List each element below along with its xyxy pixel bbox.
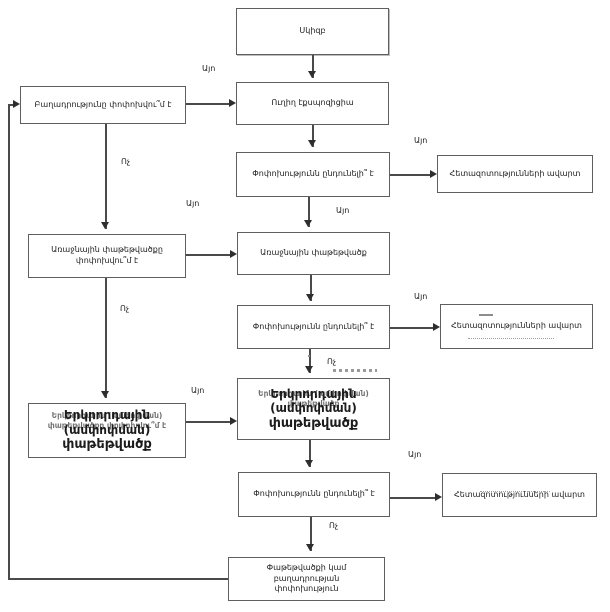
node-start-label: Սկիզբ xyxy=(299,26,326,36)
arrowhead-down-icon xyxy=(101,391,109,398)
arrowhead-right-icon xyxy=(230,250,237,258)
node-primary-pack-changed-line2: փոփոխվու՞մ է xyxy=(75,256,139,265)
edge-label-no-1: Ոչ xyxy=(121,157,131,166)
node-primary-pack: Առաջնային փաթեթվածք xyxy=(237,232,390,275)
arrow-acceptable1-to-primary xyxy=(308,197,310,227)
arrow-secondaryq-to-secondary xyxy=(186,421,231,423)
feedback-line-left xyxy=(8,104,10,579)
arrow-primaryq-to-primary xyxy=(186,254,231,256)
scan-artifact xyxy=(480,490,550,492)
node-direct-exposure-label: Ուղիղ էքսպոզիցիա xyxy=(271,98,354,108)
arrowhead-right-icon xyxy=(433,323,440,331)
node-repack-line1: Փաթեթվածքի կամ բաղադրության xyxy=(266,562,347,583)
node-secondary-pack-changed-line2: (ամփոփման) xyxy=(63,422,151,437)
arrow-acceptable1-to-end1 xyxy=(390,174,431,176)
arrowhead-right-icon xyxy=(430,170,437,178)
arrowhead-down-icon xyxy=(308,140,316,147)
node-change-acceptable-2: Փոփոխությունն ընդունելի՞ է xyxy=(237,305,390,349)
scan-artifact xyxy=(468,337,554,339)
arrow-secondary-to-acceptable3 xyxy=(309,440,311,467)
node-end-of-studies-2: Հետազոտությունների ավարտ xyxy=(440,304,593,349)
edge-label-yes-7: Այո xyxy=(408,450,422,459)
node-direct-exposure: Ուղիղ էքսպոզիցիա xyxy=(236,82,389,125)
arrowhead-down-icon xyxy=(101,222,109,229)
arrowhead-down-icon xyxy=(305,366,313,373)
edge-label-yes-1: Այո xyxy=(202,64,216,73)
node-secondary-pack-line3: փաթեթվածք xyxy=(268,415,359,431)
node-change-acceptable-1-label: Փոփոխությունն ընդունելի՞ է xyxy=(252,169,374,179)
edge-label-yes-2: Այո xyxy=(414,136,428,145)
arrowhead-down-icon xyxy=(308,71,316,78)
feedback-line-bottom xyxy=(8,578,228,580)
node-start: Սկիզբ xyxy=(236,8,389,55)
node-change-acceptable-2-label: Փոփոխությունն ընդունելի՞ է xyxy=(252,321,375,331)
edge-label-no-4: Ոչ xyxy=(329,521,339,530)
arrowhead-down-icon xyxy=(306,544,314,551)
edge-label-yes-6: Այո xyxy=(191,386,205,395)
arrow-acceptable2-to-secondary xyxy=(309,349,311,373)
arrow-acceptable2-to-end2 xyxy=(390,327,434,329)
node-composition-changed: Բաղադրությունը փոփոխվու՞մ է xyxy=(20,86,186,124)
arrow-direct-to-acceptable1 xyxy=(312,125,314,147)
node-end-of-studies-1-label: Հետազոտությունների ավարտ xyxy=(449,168,581,178)
arrowhead-right-icon xyxy=(229,99,236,107)
node-change-acceptable-1: Փոփոխությունն ընդունելի՞ է xyxy=(236,152,390,197)
node-secondary-pack-changed-line1: Երկրորդային xyxy=(63,408,151,423)
arrowhead-down-icon xyxy=(305,460,313,467)
node-primary-pack-changed: Առաջնային փաթեթվածքը փոփոխվու՞մ է xyxy=(28,234,186,278)
scan-artifact xyxy=(479,314,493,316)
arrow-acceptable3-to-end3 xyxy=(390,497,436,499)
edge-label-no-2: Ոչ xyxy=(327,357,337,366)
arrow-primaryq-to-secondaryq xyxy=(105,278,107,398)
scan-artifact xyxy=(308,355,310,357)
edge-label-yes-4: Այո xyxy=(186,199,200,208)
node-repack-line2: փոփոխություն xyxy=(274,584,339,594)
node-change-acceptable-3: Փոփոխությունն ընդունելի՞ է xyxy=(238,472,390,517)
arrowhead-down-icon xyxy=(304,220,312,227)
arrow-acceptable3-to-repack xyxy=(310,517,312,551)
node-secondary-pack-changed-line3: փաթեթվածք xyxy=(62,437,152,453)
arrowhead-down-icon xyxy=(306,294,314,301)
node-secondary-pack-line2: (ամփոփման) xyxy=(270,401,357,416)
edge-label-no-3: Ոչ xyxy=(120,304,130,313)
arrowhead-right-icon xyxy=(435,493,442,501)
arrow-composition-to-primaryq xyxy=(105,124,107,229)
arrowhead-right-icon xyxy=(13,100,20,108)
node-secondary-pack: Երկրորդային (ամփոփման) փաթեթվածք Երկրորդ… xyxy=(237,378,390,440)
node-secondary-pack-changed: Երկրորդային (ամփոփման) փաթեթվածքը փոփոխվ… xyxy=(28,403,186,458)
node-repack-or-reformulate: Փաթեթվածքի կամ բաղադրության փոփոխություն xyxy=(228,557,385,601)
node-end-of-studies-3-label: Հետազոտությունների ավարտ xyxy=(454,489,585,499)
scan-artifact xyxy=(333,369,377,372)
node-end-of-studies-1: Հետազոտությունների ավարտ xyxy=(437,155,593,193)
node-secondary-pack-line1: Երկրորդային xyxy=(270,386,357,401)
node-composition-changed-label: Բաղադրությունը փոփոխվու՞մ է xyxy=(34,99,172,109)
node-change-acceptable-3-label: Փոփոխությունն ընդունելի՞ է xyxy=(253,489,375,499)
edge-label-yes-5: Այո xyxy=(414,292,428,301)
node-end-of-studies-3: Հետազոտությունների ավարտ xyxy=(442,473,597,517)
arrowhead-right-icon xyxy=(230,417,237,425)
feedback-line-entry xyxy=(8,104,16,106)
arrow-composition-to-direct xyxy=(186,103,230,105)
edge-label-yes-3: Այո xyxy=(336,206,350,215)
arrow-primary-to-acceptable2 xyxy=(310,275,312,301)
arrow-start-to-direct xyxy=(312,55,314,78)
node-primary-pack-changed-line1: Առաջնային փաթեթվածքը xyxy=(51,245,163,255)
node-end-of-studies-2-label: Հետազոտությունների ավարտ xyxy=(451,321,582,331)
node-primary-pack-label: Առաջնային փաթեթվածք xyxy=(260,248,367,258)
